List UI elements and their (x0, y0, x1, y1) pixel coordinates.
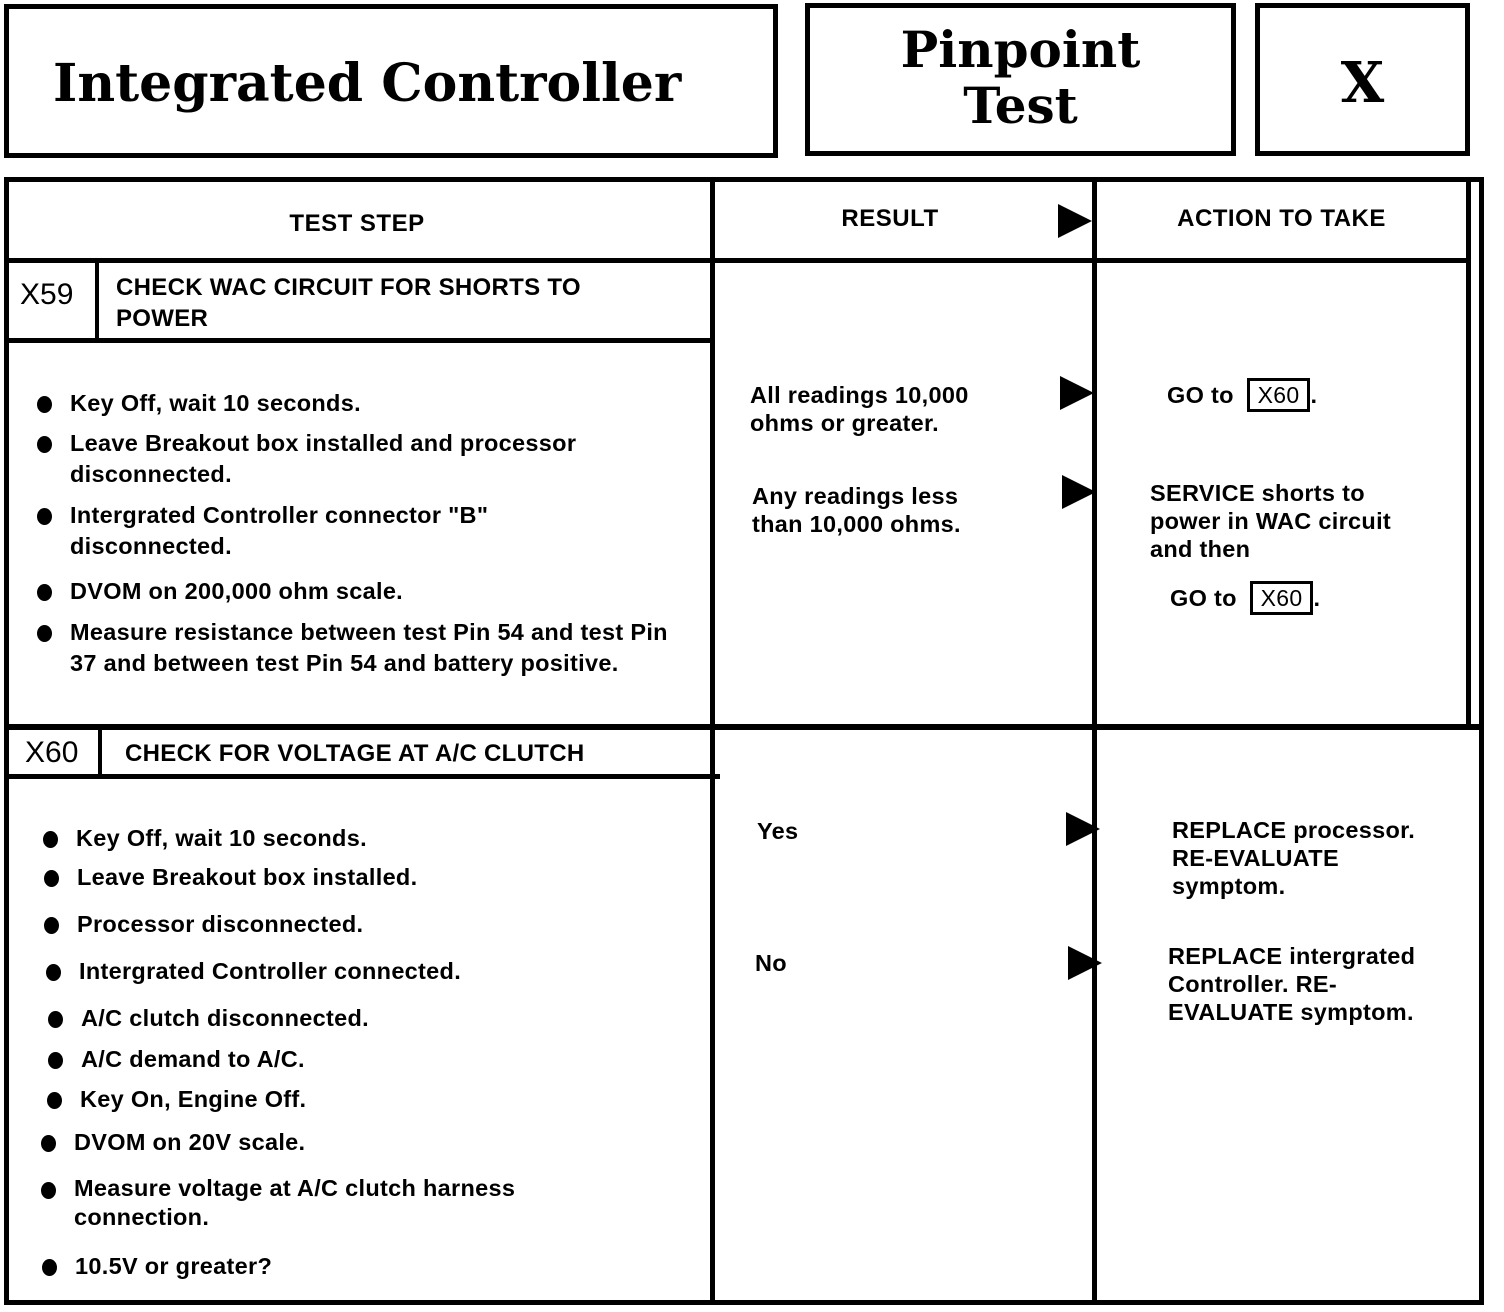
test-letter: X (1340, 50, 1385, 116)
result-x59-1: All readings 10,000 ohms or greater. (750, 382, 969, 436)
step-id-x59: X59 (20, 278, 74, 311)
pinpoint-test-box: Pinpoint Test (805, 3, 1236, 156)
list-item: Measure resistance between test Pin 54 a… (37, 617, 670, 679)
page-title: Integrated Controller (53, 53, 682, 114)
bullet-icon (37, 584, 52, 601)
header-arrow-icon (1058, 204, 1092, 238)
bullet-icon (42, 1259, 57, 1276)
action-x59-2: GO to X60. (1170, 581, 1320, 615)
bullet-icon (37, 508, 52, 525)
list-item: A/C demand to A/C. (48, 1044, 681, 1075)
step-ref-x60[interactable]: X60 (1249, 581, 1314, 615)
bullet-icon (37, 436, 52, 453)
result-x60-no: No (755, 950, 787, 976)
pinpoint-label: Pinpoint Test (900, 20, 1141, 135)
bullet-icon (41, 1182, 56, 1199)
bullet-icon (47, 1092, 62, 1109)
test-letter-box: X (1255, 3, 1470, 156)
list-item: DVOM on 200,000 ohm scale. (37, 576, 690, 607)
list-item: 10.5V or greater? (42, 1251, 675, 1282)
action-x59-2-text: SERVICE shorts to power in WAC circuit a… (1150, 480, 1392, 562)
action-x60-no: REPLACE intergrated Controller. RE-EVALU… (1168, 943, 1416, 1025)
arrow-icon (1060, 376, 1094, 410)
result-x60-yes: Yes (757, 818, 799, 844)
bullet-icon (37, 625, 52, 642)
bullet-icon (37, 396, 52, 413)
test-table (4, 177, 1484, 1305)
bullet-icon (44, 870, 59, 887)
list-item: Key Off, wait 10 seconds. (37, 388, 690, 419)
col-header-result: RESULT (841, 205, 939, 232)
list-item: Intergrated Controller connected. (46, 956, 679, 987)
result-x59-2: Any readings less than 10,000 ohms. (752, 483, 961, 537)
step-id-x60: X60 (25, 736, 79, 769)
step-title-x60: CHECK FOR VOLTAGE AT A/C CLUTCH (125, 740, 585, 767)
bullet-icon (46, 964, 61, 981)
bullet-icon (44, 917, 59, 934)
bullet-icon (48, 1011, 63, 1028)
bullet-icon (41, 1135, 56, 1152)
list-item: Leave Breakout box installed. (44, 862, 677, 893)
step-title-x59: CHECK WAC CIRCUIT FOR SHORTS TO POWER (116, 274, 581, 332)
list-item: Leave Breakout box installed and process… (37, 428, 660, 490)
list-item: A/C clutch disconnected. (48, 1003, 681, 1034)
col-header-test-step: TEST STEP (289, 210, 425, 237)
list-item: Intergrated Controller connector "B" dis… (37, 500, 590, 562)
list-item: Processor disconnected. (44, 909, 677, 940)
list-item: Key Off, wait 10 seconds. (43, 823, 676, 854)
col-header-action: ACTION TO TAKE (1177, 205, 1386, 232)
bullet-icon (48, 1052, 63, 1069)
bullet-icon (43, 831, 58, 848)
list-item: Measure voltage at A/C clutch harness co… (41, 1174, 594, 1232)
arrow-icon (1066, 812, 1100, 846)
arrow-icon (1062, 475, 1096, 509)
list-item: DVOM on 20V scale. (41, 1127, 674, 1158)
action-x60-yes: REPLACE processor. RE-EVALUATE symptom. (1172, 817, 1416, 899)
action-x59-1: GO to X60. (1167, 378, 1317, 412)
arrow-icon (1068, 946, 1102, 980)
step-ref-x60[interactable]: X60 (1246, 378, 1311, 412)
list-item: Key On, Engine Off. (47, 1084, 680, 1115)
title-box: Integrated Controller (4, 4, 778, 158)
